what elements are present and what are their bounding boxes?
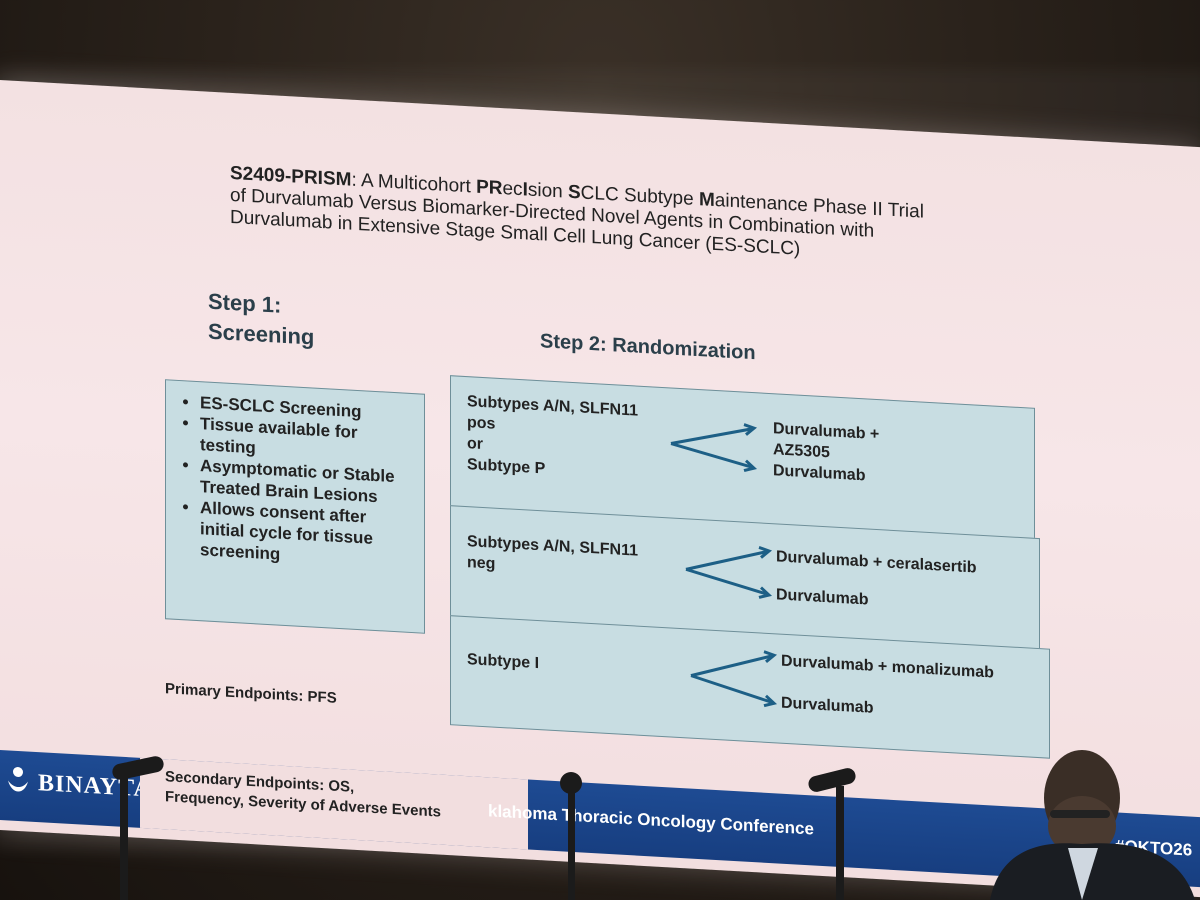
cohort-subtype: Subtype I	[467, 651, 540, 673]
treatment-arm: Durvalumab	[776, 586, 869, 609]
list-item: Allows consent after initial cycle for t…	[200, 497, 414, 572]
treatment-arm: Durvalumab + monalizumab	[781, 652, 994, 682]
cohort-box-3: Subtype I Durvalumab + monalizumab Durva…	[450, 615, 1050, 759]
screening-list: ES-SCLC Screening Tissue available for t…	[178, 391, 414, 572]
primary-endpoints: Primary Endpoints: PFS	[165, 680, 337, 707]
treatment-arm: Durvalumab	[781, 694, 874, 717]
arrow-upper	[685, 550, 767, 571]
arrow-head-lower	[763, 694, 778, 708]
randomization-arrows	[690, 650, 778, 708]
microphone-stand	[568, 792, 575, 900]
arrow-head-lower	[758, 586, 773, 599]
projector-screen: S2409-PRISM: A Multicohort PRecIsion SCL…	[0, 80, 1200, 898]
cohort-subtype: Subtypes A/N, SLFN11 pos or Subtype P	[467, 393, 638, 478]
microphone-stand	[836, 786, 844, 900]
cohort-box-1: Subtypes A/N, SLFN11 pos or Subtype P Du…	[450, 375, 1035, 548]
screening-criteria-box: ES-SCLC Screening Tissue available for t…	[165, 379, 425, 634]
arrow-head-lower	[743, 459, 758, 473]
microphone-stand	[120, 776, 128, 900]
secondary-endpoints: Secondary Endpoints: OS, Frequency, Seve…	[165, 768, 441, 821]
arrow-lower	[690, 674, 772, 704]
arrow-lower	[685, 567, 767, 596]
step2-heading: Step 2: Randomization	[540, 330, 756, 365]
arrow-upper	[670, 427, 752, 445]
cohort-subtype: Subtypes A/N, SLFN11 neg	[467, 533, 638, 573]
binaytara-logo-icon	[8, 766, 28, 792]
conference-name: klahoma Thoracic Oncology Conference	[488, 801, 814, 839]
slide-title: S2409-PRISM: A Multicohort PRecIsion SCL…	[230, 163, 990, 271]
arrow-head-upper	[758, 546, 773, 559]
conference-banner: BINAYTA Secondary Endpoints: OS, Frequen…	[0, 750, 1200, 888]
presenter-silhouette	[990, 750, 1195, 900]
treatment-arm: Durvalumab + ceralasertib	[776, 548, 977, 577]
microphone-head	[560, 772, 582, 794]
cohort-box-2: Subtypes A/N, SLFN11 neg Durvalumab + ce…	[450, 505, 1040, 657]
arrow-head-upper	[743, 423, 758, 436]
arrow-upper	[690, 654, 772, 678]
arrow-head-upper	[763, 650, 778, 664]
step1-heading: Step 1: Screening	[208, 288, 315, 350]
endpoint-overlay-area: Secondary Endpoints: OS, Frequency, Seve…	[140, 757, 528, 850]
arrow-lower	[670, 442, 752, 469]
treatment-arm: Durvalumab + AZ5305 Durvalumab	[773, 420, 880, 485]
randomization-arrows	[685, 546, 773, 599]
randomization-arrows	[670, 423, 758, 473]
